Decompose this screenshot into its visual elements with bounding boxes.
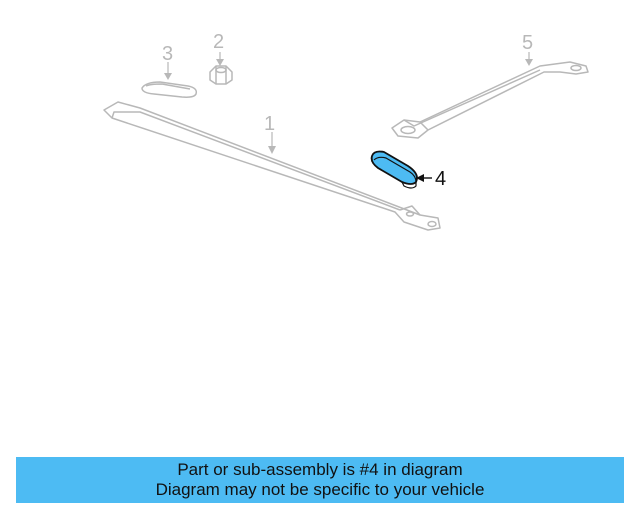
callout-1: 1: [264, 113, 276, 135]
parts-diagram: [103, 52, 589, 231]
callout-4: 4: [435, 168, 447, 190]
arrowhead-4: [416, 174, 424, 182]
callout-2: 2: [213, 31, 225, 53]
callout-3: 3: [162, 43, 174, 65]
part-2-nut: [209, 65, 233, 85]
arrowhead-3: [164, 73, 172, 80]
banner-line-2: Diagram may not be specific to your vehi…: [155, 480, 485, 499]
arrowhead-2: [216, 59, 224, 66]
part-3-end-cover: [141, 81, 198, 98]
info-banner: Part or sub-assembly is #4 in diagram Di…: [16, 457, 624, 503]
callout-5: 5: [522, 32, 534, 54]
part-1-roof-rail: [103, 101, 441, 231]
arrowhead-5: [525, 59, 533, 66]
banner-line-1: Part or sub-assembly is #4 in diagram: [177, 460, 463, 479]
part-5-cross-rail: [391, 61, 589, 139]
arrowhead-1: [268, 146, 276, 154]
part-4-pad-highlighted: [370, 150, 418, 189]
